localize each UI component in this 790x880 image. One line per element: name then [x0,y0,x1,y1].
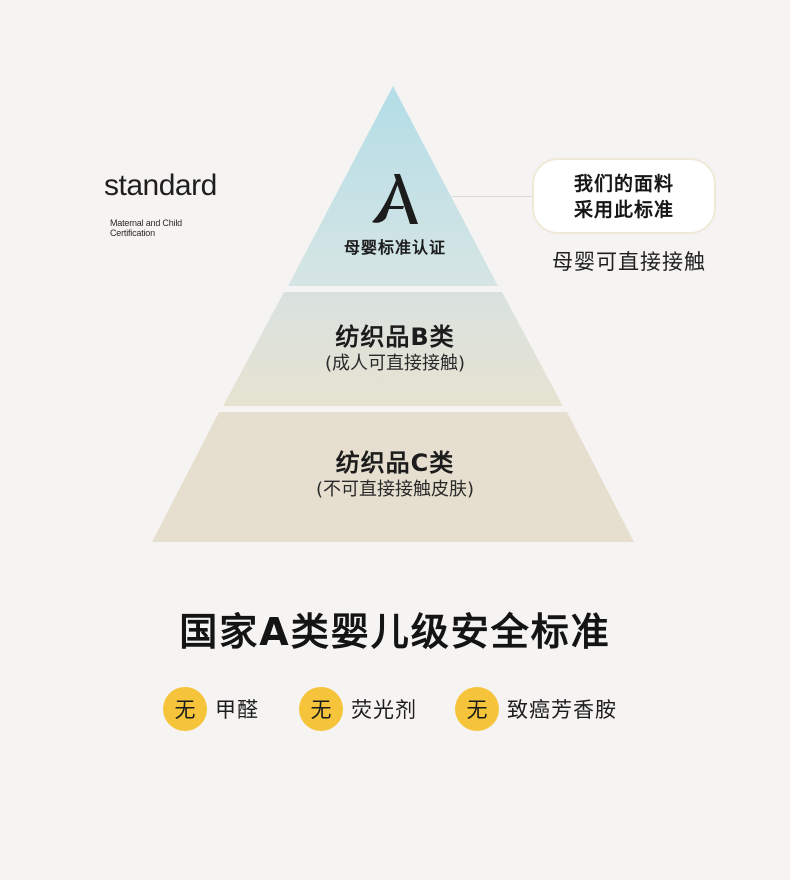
tier-middle-title: 纺织品B类 [335,323,455,351]
pyramid-tier-top [288,86,498,286]
tier-top-label: 母婴标准认证 [343,238,446,257]
pyramid-tier-bottom [152,412,634,542]
safety-badges: 无 甲醛 无 荧光剂 无 致癌芳香胺 [0,686,790,734]
badge-mark: 无 [163,687,207,731]
callout-connector [452,196,534,197]
page-headline: 国家A类婴儿级安全标准 [179,610,611,654]
pyramid-tier-middle [223,292,563,406]
badge-label: 致癌芳香胺 [507,698,617,722]
certification-pyramid [152,86,634,542]
badge-fluorescent-agent: 无 荧光剂 [299,686,417,732]
callout-bubble: 我们的面料 采用此标准 [532,158,716,234]
tier-middle-text: 纺织品B类 (成人可直接接触) [0,322,790,376]
brand-subtitle: Maternal and Child Certification [110,218,182,238]
brand-wordmark: standard [104,169,217,202]
badge-label: 甲醛 [215,698,259,722]
tier-bottom-title: 纺织品C类 [335,449,455,477]
callout-line-2: 采用此标准 [573,199,674,221]
tier-middle-subtitle: (成人可直接接触) [324,353,466,374]
badge-mark: 无 [299,687,343,731]
badge-mark: 无 [455,687,499,731]
callout-line-1: 我们的面料 [573,173,674,195]
callout-note: 母婴可直接接触 [552,250,706,274]
brand-block: standard Maternal and Child Certificatio… [104,168,304,238]
badge-label: 荧光剂 [351,698,417,722]
tier-bottom-subtitle: (不可直接接触皮肤) [315,479,475,500]
badge-carcinogenic-amines: 无 致癌芳香胺 [455,686,617,732]
tier-bottom-text: 纺织品C类 (不可直接接触皮肤) [0,448,790,502]
badge-formaldehyde: 无 甲醛 [163,686,259,732]
a-monogram-icon [372,174,418,224]
